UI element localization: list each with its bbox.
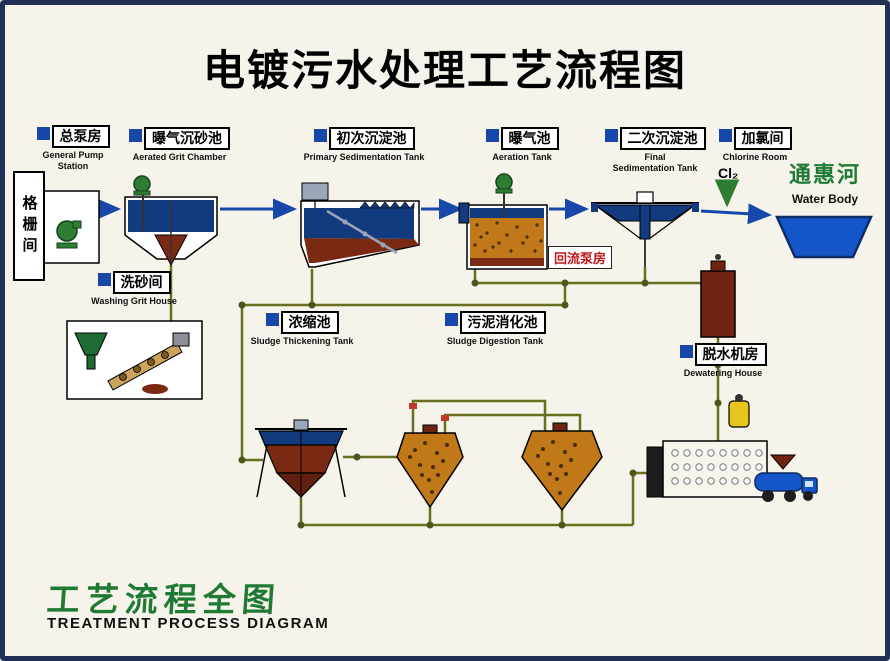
station-en: Final Sedimentation Tank [612,151,698,173]
station-zh: 总泵房 [51,125,110,148]
label-marker-icon [604,129,618,142]
unit-en: Washing Grit House [91,295,177,306]
process-diagram-canvas [21,173,873,529]
final-sedimentation-graphic [591,191,699,267]
unit-zh: 脱水机房 [694,343,767,366]
station-en: Primary Sedimentation Tank [303,151,425,162]
unit-en: Dewatering House [683,367,763,378]
washing-grit-graphic [66,320,203,400]
river-en: Water Body [791,192,859,206]
unit-zh: 浓缩池 [280,311,339,334]
station-label-grit-chamber: 曝气沉砂池 Aerated Grit Chamber [117,127,242,163]
station-zh: 二次沉淀池 [619,127,706,150]
station-en: Chlorine Room [722,151,788,162]
unit-label-dewatering: 脱水机房 Dewatering House [671,343,775,379]
footer-subtitle: TREATMENT PROCESS DIAGRAM [47,615,330,632]
station-zh: 初次沉淀池 [328,127,415,150]
label-marker-icon [718,129,732,142]
page-title: 电镀污水处理工艺流程图 [202,47,687,94]
grit-chamber-graphic [124,175,218,267]
river-name: 通惠河 [788,162,861,187]
primary-sedimentation-graphic [300,182,420,268]
station-en: Aerated Grit Chamber [132,151,227,162]
label-marker-icon [679,345,693,358]
unit-label-digestion: 污泥消化池 Sludge Digestion Tank [435,311,555,347]
pump-station-graphic [42,190,100,264]
station-zh: 加氯间 [733,127,792,150]
unit-en: Sludge Thickening Tank [250,335,354,346]
aeration-tank-graphic [458,173,548,270]
station-label-chlorine: 加氯间 Chlorine Room Cl₂ [708,127,802,181]
station-label-river: 通惠河 Water Body [773,157,877,206]
unit-en: Sludge Digestion Tank [446,335,544,346]
station-en: General Pump Station [42,149,104,171]
water-body-graphic [775,215,873,259]
water-flow-arrows [21,198,772,238]
screen-room-box: 格栅间 [13,171,45,281]
sludge-truck-graphic [754,472,818,502]
return-pump-label: 回流泵房 [548,246,613,269]
footer-logo-text: 工艺流程全图 [45,581,283,618]
label-marker-icon [485,129,499,142]
chlorine-formula: Cl₂ [718,164,739,181]
unit-zh: 污泥消化池 [459,311,546,334]
unit-label-thickening: 浓缩池 Sludge Thickening Tank [243,311,361,347]
label-marker-icon [313,129,327,142]
station-label-primary-sed: 初次沉淀池 Primary Sedimentation Tank [298,127,430,163]
thickening-tank-graphic [255,419,347,498]
unit-label-washing: 洗砂间 Washing Grit House [63,271,205,307]
station-label-final-sed: 二次沉淀池 Final Sedimentation Tank [599,127,711,173]
label-marker-icon [97,273,111,286]
unit-zh: 洗砂间 [112,271,171,294]
station-label-general-pump: 总泵房 General Pump Station [23,125,123,171]
label-marker-icon [36,127,50,140]
pipe-valve-marks [409,403,449,421]
digestion-tank-1-graphic [396,424,464,509]
dewatering-graphic [646,254,797,498]
label-marker-icon [129,129,142,142]
station-zh: 曝气沉砂池 [144,127,230,150]
station-zh: 曝气池 [500,127,559,150]
label-marker-icon [444,313,458,326]
station-en: Aeration Tank [492,151,552,162]
station-label-aeration: 曝气池 Aeration Tank [468,127,576,163]
digestion-tank-2-graphic [521,422,603,512]
label-marker-icon [265,313,279,326]
